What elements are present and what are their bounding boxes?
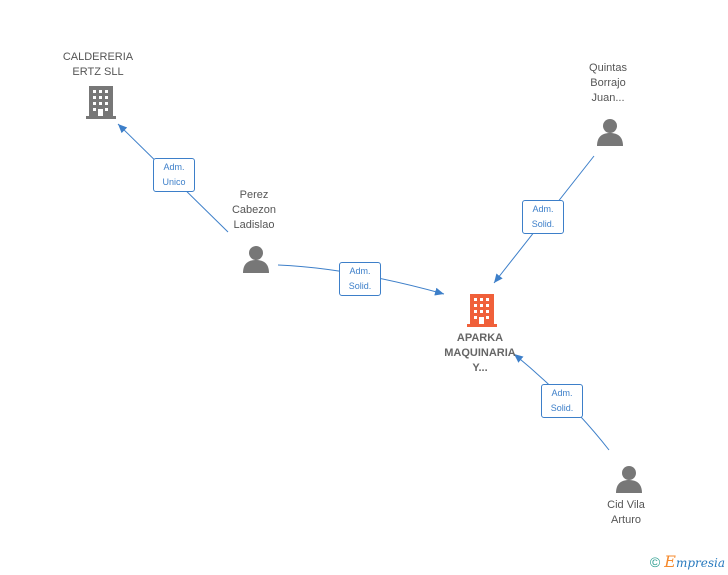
person-label-cid[interactable]: Cid Vila Arturo	[607, 499, 645, 526]
company-label-caldereria[interactable]: CALDERERIA ERTZ SLL	[62, 51, 134, 78]
empresia-watermark[interactable]: ©Empresia	[650, 552, 725, 571]
relation-badge-adm-solid: Adm. Solid.	[522, 200, 564, 234]
relation-badge-adm-solid: Adm. Solid.	[339, 262, 381, 296]
person-icon[interactable]	[616, 466, 642, 493]
relation-badge-adm-solid: Adm. Solid.	[541, 384, 583, 418]
person-label-perez[interactable]: Perez Cabezon Ladislao	[231, 189, 277, 231]
copyright-icon: ©	[649, 554, 661, 570]
person-label-quintas[interactable]: Quintas Borrajo Juan...	[589, 62, 627, 104]
building-icon[interactable]	[86, 86, 116, 119]
brand-name: mpresia	[675, 556, 725, 570]
person-icon[interactable]	[597, 119, 623, 146]
company-label-aparka[interactable]: APARKA MAQUINARIA Y...	[444, 332, 516, 374]
person-icon[interactable]	[243, 246, 269, 273]
brand-initial: E	[664, 552, 676, 571]
relation-badge-adm-unico: Adm. Unico	[153, 158, 195, 192]
building-icon[interactable]	[467, 294, 497, 327]
